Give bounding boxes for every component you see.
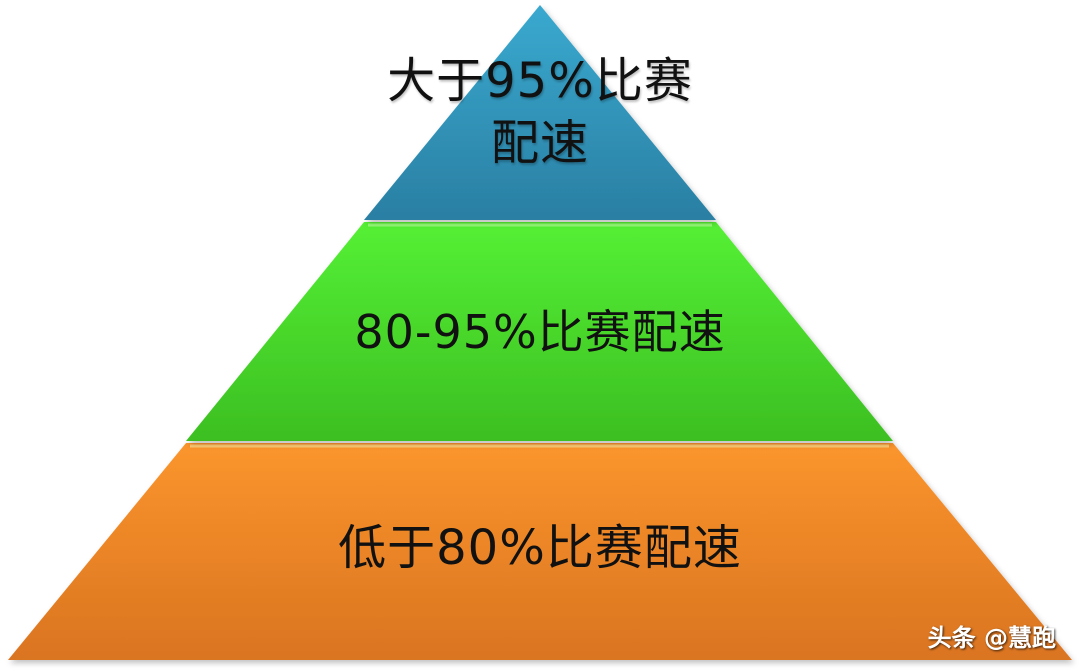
- tier-middle: [186, 222, 893, 441]
- tier-top: [364, 5, 716, 220]
- tier-top-label-line2: 配速: [490, 115, 589, 171]
- tier-bottom-label: 低于80%比赛配速: [338, 520, 742, 576]
- tier-top-label-line1: 大于95%比赛: [387, 53, 693, 109]
- tier-bottom: [8, 443, 1072, 660]
- watermark: 头条 @慧跑: [927, 624, 1056, 652]
- tier-middle-label: 80-95%比赛配速: [354, 305, 726, 359]
- tier-top-label: 大于95%比赛 配速: [340, 50, 740, 174]
